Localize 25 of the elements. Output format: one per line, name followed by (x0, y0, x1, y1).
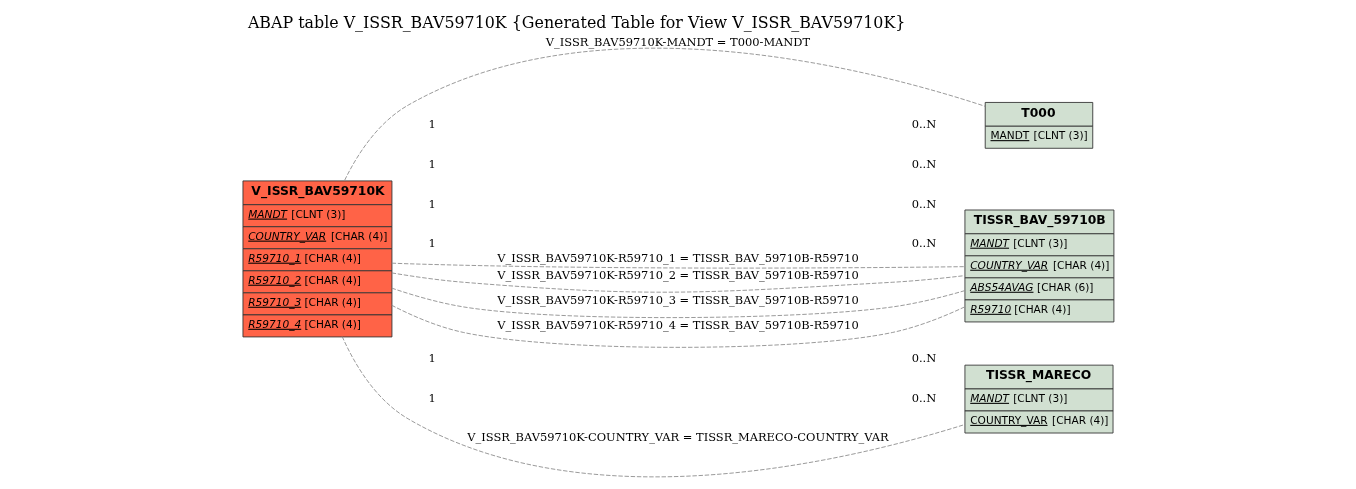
label: 0..N (911, 350, 937, 365)
connector (391, 287, 965, 319)
connector (391, 272, 965, 293)
diagram-title: ABAP table V_ISSR_BAV59710K {Generated Table for View V_ISSR_BAV59710K} (247, 12, 906, 32)
label: 1 (428, 236, 436, 251)
connector (341, 336, 966, 478)
label: 0..N (911, 196, 937, 211)
label: 1 (428, 196, 436, 211)
edge-label: V_ISSR_BAV59710K-MANDT = T000-MANDT (545, 34, 811, 49)
label: 0..N (911, 157, 937, 172)
label: 1 (428, 390, 436, 405)
label: 0..N (911, 117, 937, 132)
edge-label: V_ISSR_BAV59710K-R59710_2 = TISSR_BAV_59710B-R59710 (497, 268, 859, 283)
label: 0..N (911, 236, 937, 251)
edge-label: V_ISSR_BAV59710K-COUNTRY_VAR = TISSR_MARECO-COUNTRY_VAR (467, 430, 889, 445)
label: 1 (428, 157, 436, 172)
label: 0..N (911, 390, 937, 405)
edge-label: V_ISSR_BAV59710K-R59710_3 = TISSR_BAV_59710B-R59710 (497, 292, 859, 307)
connector (391, 304, 965, 348)
connector (391, 262, 965, 269)
edge-label: V_ISSR_BAV59710K-R59710_4 = TISSR_BAV_59710B-R59710 (497, 318, 859, 333)
edge-label: V_ISSR_BAV59710K-R59710_1 = TISSR_BAV_59710B-R59710 (497, 251, 859, 266)
label: 1 (428, 117, 436, 132)
label: 1 (428, 350, 436, 365)
connector (344, 47, 986, 181)
